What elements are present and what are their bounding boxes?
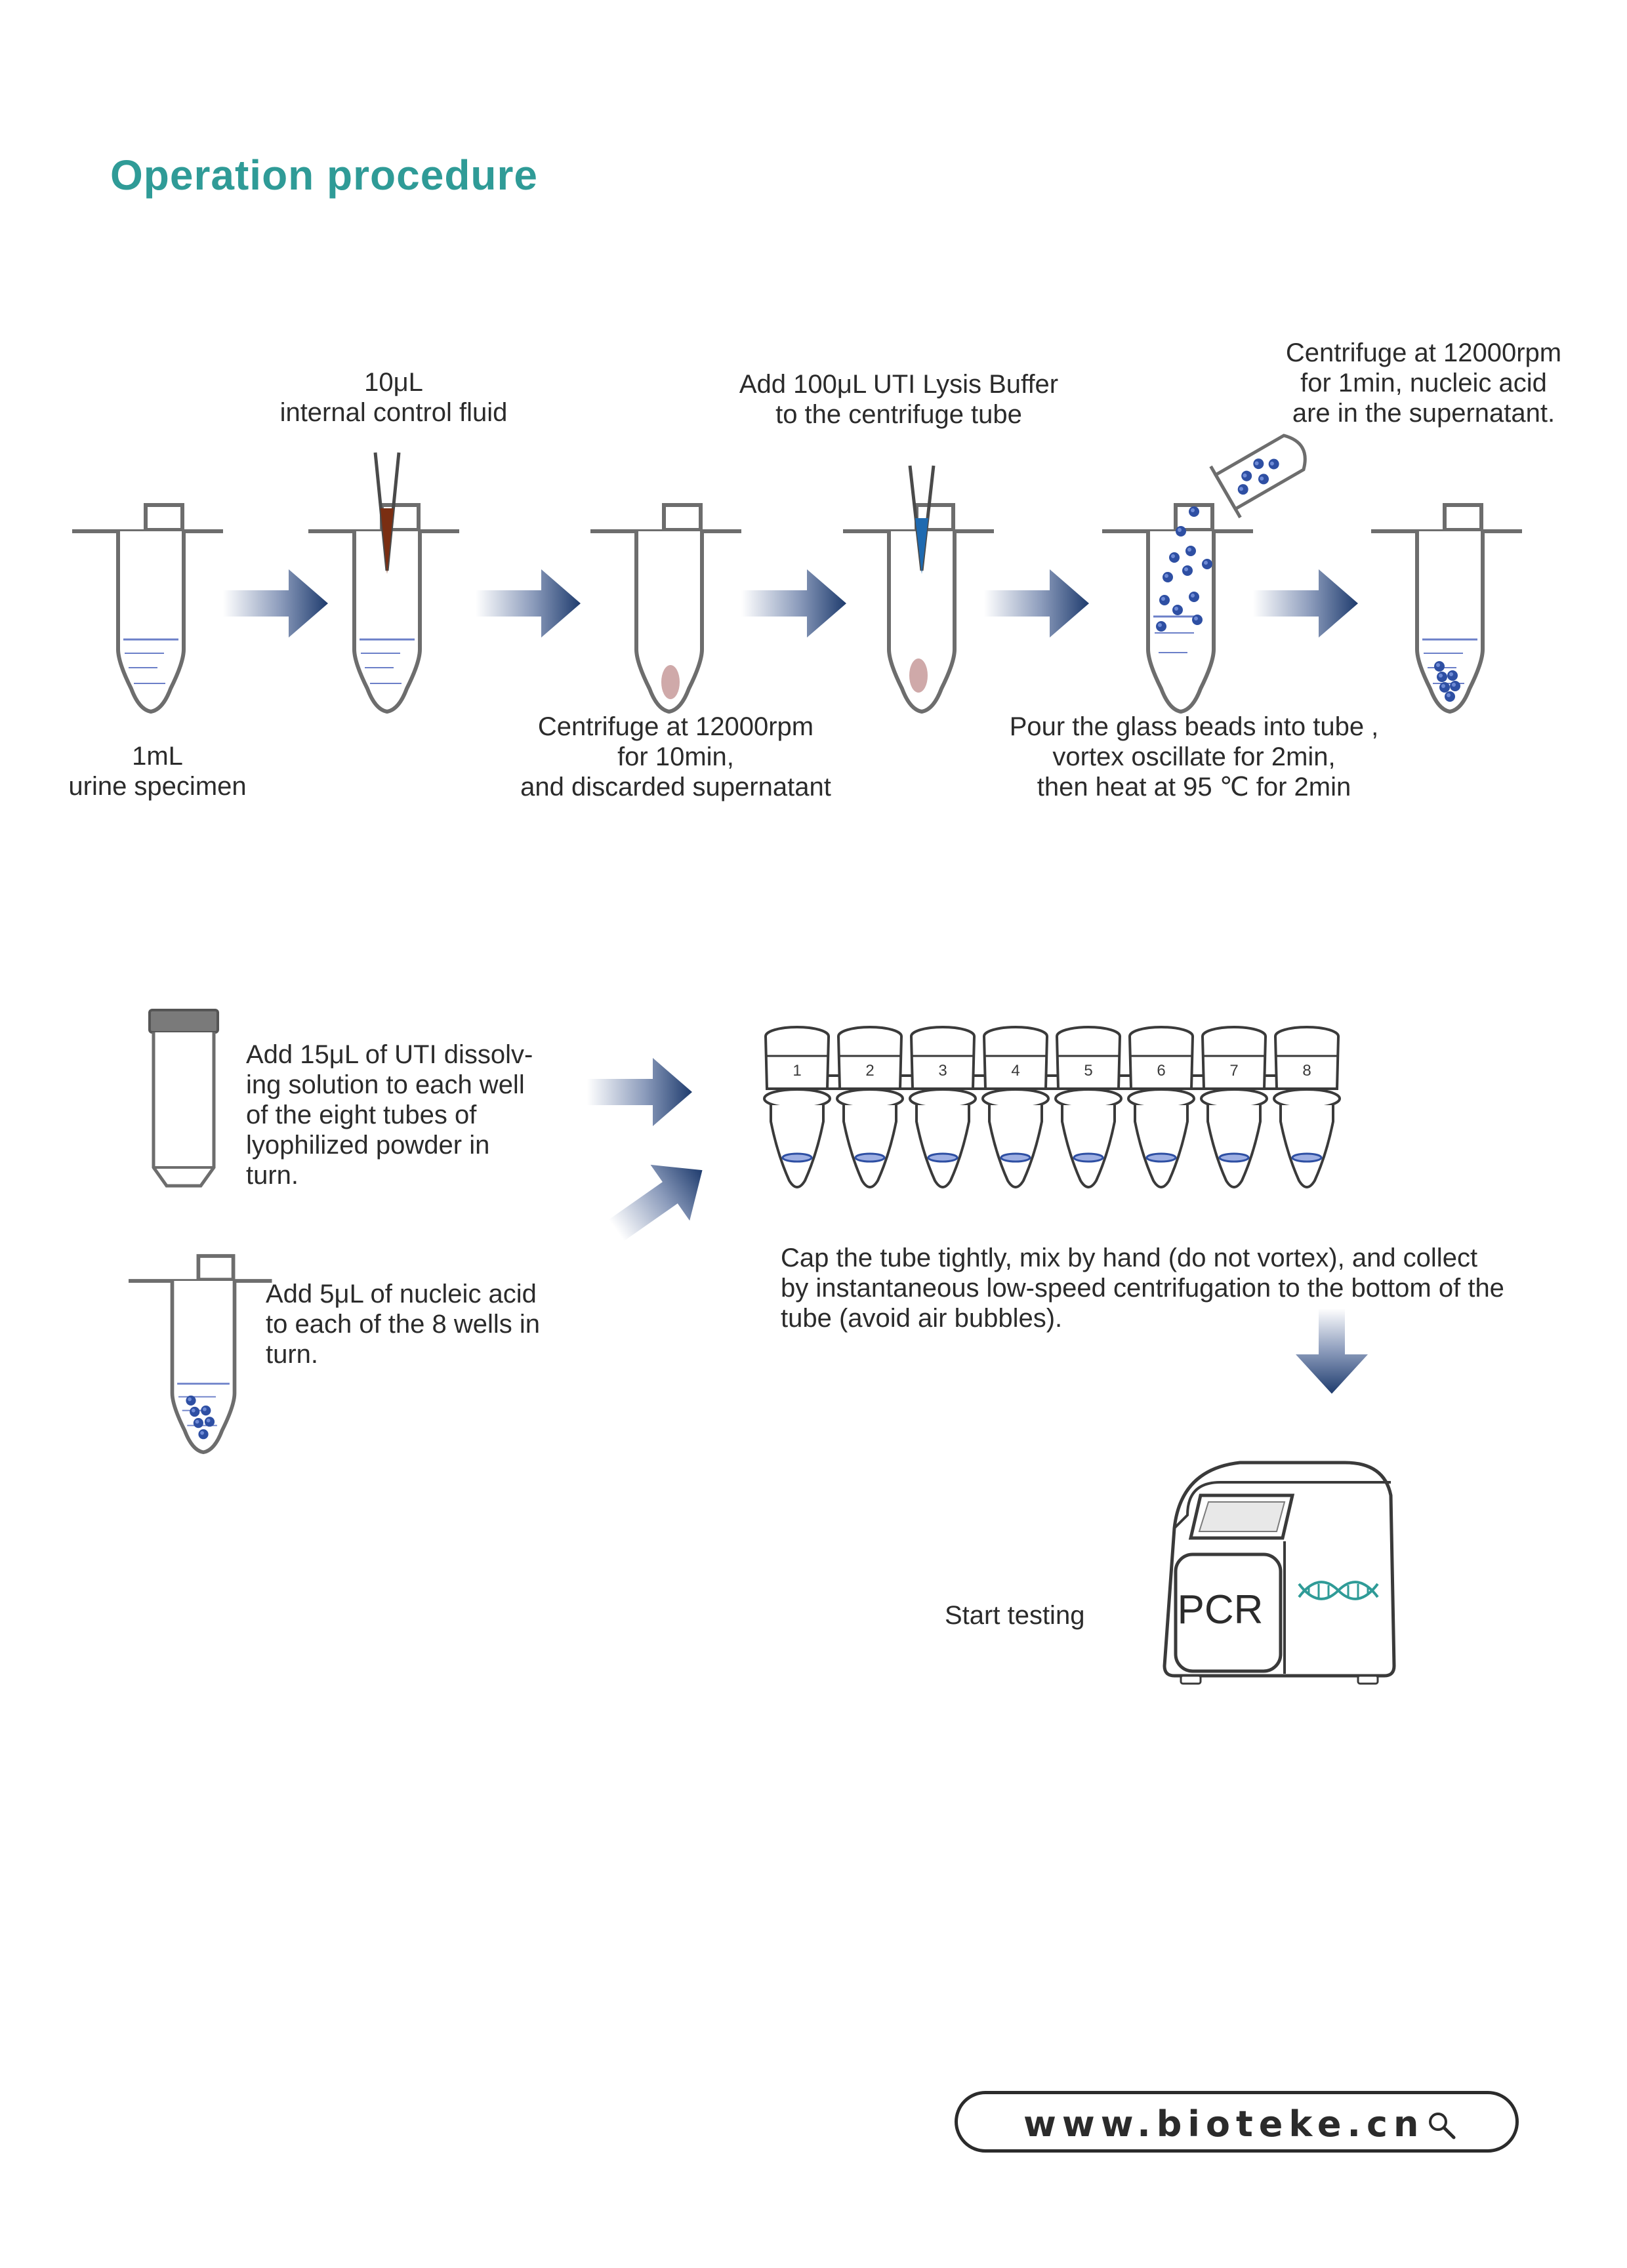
tube-number: 3 [938,1062,947,1080]
arrow-right-icon [984,569,1089,638]
arrow-down-icon [1296,1308,1368,1394]
arrow-right-icon [741,569,846,638]
dna-icon [1298,1581,1379,1600]
pipette-icon [373,452,401,574]
tube-number: 8 [1302,1062,1311,1080]
strip-tube: 6 [1127,1026,1195,1188]
website-link[interactable]: www.bioteke.cn [1023,2103,1425,2145]
tube-supernatant [1371,505,1522,712]
tube-lysis-buffer [843,465,994,712]
strip-tube: 3 [909,1026,977,1188]
strip-tube: 5 [1054,1026,1122,1188]
dissolving-label: Add 15μL of UTI dissolv- ing solution to… [246,1040,533,1190]
pipette-icon [908,465,936,574]
pcr-label: PCR [1177,1587,1264,1632]
search-icon[interactable] [1428,2111,1456,2140]
tube-number: 5 [1084,1062,1092,1080]
strip-tube: 8 [1273,1026,1341,1188]
tube-urine [72,505,223,712]
arrow-right-icon [596,1142,722,1259]
tube-number: 7 [1229,1062,1238,1080]
arrow-right-icon [223,569,328,638]
page-title: Operation procedure [110,152,538,199]
strip-tube: 7 [1200,1026,1268,1188]
nucleic-label: Add 5μL of nucleic acid to each of the 8… [266,1280,541,1369]
start-testing-label: Start testing [945,1601,1085,1630]
tube-number: 4 [1011,1062,1019,1080]
tube-number: 2 [865,1062,874,1080]
pcr-machine [1163,1461,1396,1685]
tube-internal-control [308,452,459,712]
step5-label: Pour the glass beads into tube ,vortex o… [1009,712,1379,801]
arrow-right-icon [476,569,581,638]
tube-pellet [590,505,741,712]
eight-tube-strip: 1 2 3 4 5 6 7 8 [763,1026,1341,1188]
mix-label: Cap the tube tightly, mix by hand (do no… [781,1244,1504,1333]
tube-lyophilized [148,1009,219,1188]
arrow-right-icon [587,1058,692,1126]
tube-nucleic-acid [129,1256,272,1452]
website-pill[interactable]: www.bioteke.cn [955,2091,1519,2153]
tube-number: 6 [1157,1062,1165,1080]
strip-tube: 1 [763,1026,831,1188]
strip-tube: 4 [981,1026,1050,1188]
tube-glass-beads [1102,434,1307,712]
strip-tube: 2 [836,1026,904,1188]
arrow-right-icon [1253,569,1358,638]
tube-number: 1 [793,1062,801,1080]
